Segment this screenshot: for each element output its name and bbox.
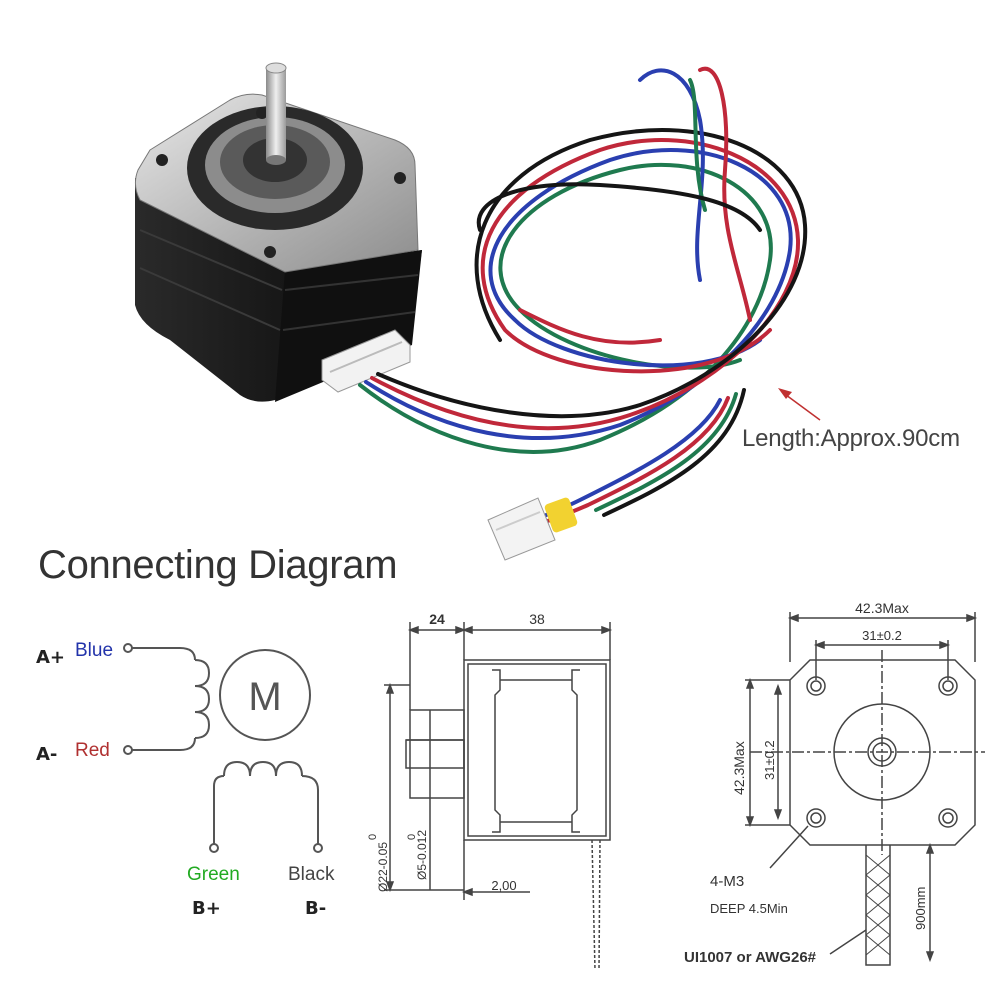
note-screw-label: 4-M3 [710, 873, 744, 890]
dim-hole-spacing-label: 31±0.2 [862, 628, 902, 643]
dim-body-label: 38 [529, 611, 545, 627]
pin-b-minus: B- [305, 898, 327, 919]
pin-b-plus: B+ [192, 898, 221, 919]
cable-length-label: Length:Approx.90cm [742, 425, 960, 452]
wire-red-label: Red [75, 740, 110, 761]
wire-black-label: Black [288, 864, 335, 885]
connecting-diagram-title: Connecting Diagram [38, 543, 398, 587]
pin-a-minus: A- [36, 744, 58, 765]
motor-connector [321, 329, 411, 393]
note-depth-label: DEEP 4.5Min [710, 901, 788, 916]
front-view-drawing: 42.3Max 31±0.2 42.3Max 31±0.2 900mm 4-M3… [684, 600, 985, 966]
motor-shaft [265, 62, 287, 165]
motor-symbol: M [219, 649, 311, 741]
motor-faceplate [134, 93, 419, 273]
dim-shaft-label: Ø5-0.012 [415, 830, 429, 880]
dim-shaft-zero-label: 0 [406, 834, 418, 840]
length-pointer-arrow [778, 388, 821, 421]
pin-a-plus: A+ [36, 647, 66, 668]
motor-symbol-circle [219, 649, 311, 741]
dim-boss-label: 2,00 [491, 878, 516, 893]
dim-pilot-label: Ø22-0.05 [376, 842, 390, 892]
stepper-motor-photo [134, 62, 821, 561]
dim-width-label: 42.3Max [855, 600, 909, 616]
dim-pilot-zero-label: 0 [367, 834, 379, 840]
dim-cable-label: 900mm [913, 887, 928, 930]
dim-hole-spacing-v-label: 31±0.2 [762, 740, 777, 780]
wire-blue-label: Blue [75, 640, 114, 661]
cable-end-connector [487, 497, 578, 561]
wire-green-label: Green [187, 864, 240, 885]
motor-wire-bundle [358, 66, 808, 526]
side-view-drawing: 24 38 2,00 Ø22-0.05 0 Ø5-0.012 0 [367, 611, 613, 971]
note-wire-label: UI1007 or AWG26# [684, 949, 817, 966]
motor-body [135, 178, 422, 402]
wiring-schematic: M [123, 643, 323, 853]
dim-height-label: 42.3Max [731, 741, 747, 795]
dim-flange-label: 24 [429, 611, 445, 627]
motor-symbol-letter: M [248, 675, 281, 719]
